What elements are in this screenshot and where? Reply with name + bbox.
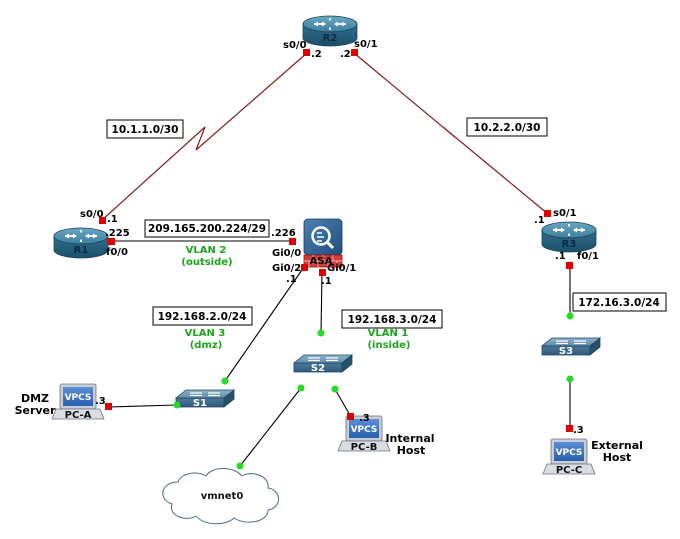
network-label-r2-r3: 10.2.2.0/30 [466, 117, 548, 137]
dmz-server-label-line2: Server [15, 404, 56, 417]
router-r3[interactable]: R3 [541, 221, 597, 253]
svg-text:s0/0: s0/0 [80, 209, 104, 220]
vpcs-monitor-icon: VPCS [337, 415, 391, 452]
svg-text:192.168.3.0/24: 192.168.3.0/24 [348, 314, 437, 326]
ethernet-link-s2-pcb[interactable] [334, 388, 352, 418]
svg-text:VPCS: VPCS [351, 425, 378, 435]
svg-text:.226: .226 [271, 228, 296, 239]
serial-link-r1-r2[interactable] [101, 52, 308, 221]
asa-label: ASA [310, 256, 333, 267]
router-r1-label: R1 [74, 245, 89, 256]
network-label-dmz: 192.168.2.0/24 [152, 306, 253, 326]
pc-a-label: PC-A [65, 410, 92, 421]
switch-s1-label: S1 [193, 398, 207, 409]
ethernet-link-pca-s1[interactable] [108, 404, 178, 408]
switch-s2[interactable]: S2 [293, 354, 353, 374]
internal-host-label-line2: Host [397, 444, 426, 457]
svg-text:209.165.200.224/29: 209.165.200.224/29 [148, 223, 266, 235]
vlan3-desc: (dmz) [190, 340, 223, 351]
cloud-icon [162, 468, 279, 525]
serial-link-r2-r3[interactable] [353, 52, 549, 215]
pc-b[interactable]: VPCS PC-B [337, 415, 391, 453]
magnifier-icon [311, 226, 331, 246]
switch-s1[interactable]: S1 [175, 389, 235, 409]
svg-text:.1: .1 [534, 215, 545, 226]
dmz-server-label-line1: DMZ [21, 392, 49, 405]
router-r2-label: R2 [323, 33, 338, 44]
port-indicators [99, 49, 574, 470]
vlan2-desc: (outside) [181, 257, 232, 268]
svg-text:.1: .1 [321, 276, 332, 287]
svg-text:f0/0: f0/0 [106, 247, 128, 258]
router-r2[interactable]: R2 [302, 15, 358, 47]
interface-labels: s0/0 .2 s0/1 .2 s0/0 .1 .225 f0/0 .226 G… [80, 39, 599, 436]
svg-text:.225: .225 [105, 228, 130, 239]
pc-a[interactable]: VPCS PC-A [51, 383, 105, 421]
svg-text:.1: .1 [107, 214, 118, 225]
svg-text:172.16.3.0/24: 172.16.3.0/24 [578, 297, 660, 309]
svg-text:s0/1: s0/1 [553, 208, 577, 219]
router-r1[interactable]: R1 [53, 227, 109, 259]
ethernet-link-asa-s2[interactable] [320, 271, 323, 334]
svg-text:f0/1: f0/1 [577, 251, 599, 262]
svg-text:s0/1: s0/1 [354, 39, 378, 50]
vlan1-desc: (inside) [367, 340, 410, 351]
links [101, 52, 571, 467]
svg-text:10.1.1.0/30: 10.1.1.0/30 [112, 124, 179, 136]
svg-text:Gi0/1: Gi0/1 [327, 263, 356, 274]
cloud-label: vmnet0 [201, 491, 244, 502]
ethernet-link-s2-cloud[interactable] [239, 387, 302, 467]
svg-text:.2: .2 [340, 49, 351, 60]
vpcs-monitor-icon: VPCS [542, 438, 596, 475]
switch-s3[interactable]: S3 [541, 337, 601, 357]
svg-text:VPCS: VPCS [65, 393, 92, 403]
firewall-asa[interactable]: ASA [303, 218, 343, 268]
svg-text:.1: .1 [555, 251, 566, 262]
svg-text:s0/0: s0/0 [283, 40, 307, 51]
svg-text:VPCS: VPCS [556, 448, 583, 458]
switch-s2-label: S2 [311, 363, 325, 374]
network-label-r3-lan: 172.16.3.0/24 [572, 292, 667, 312]
external-host-label-line1: External [591, 439, 643, 452]
vlan2-name: VLAN 2 [186, 245, 227, 256]
cloud-vmnet0[interactable]: vmnet0 [162, 468, 279, 525]
pc-c[interactable]: VPCS PC-C [542, 438, 596, 476]
svg-text:192.168.2.0/24: 192.168.2.0/24 [158, 311, 247, 323]
router-r3-label: R3 [562, 239, 577, 250]
ethernet-link-asa-s1[interactable] [224, 266, 305, 382]
internal-host-label-line1: Internal [385, 432, 434, 445]
vlan1-name: VLAN 1 [368, 328, 409, 339]
vlan3-name: VLAN 3 [185, 328, 226, 339]
svg-text:.3: .3 [573, 425, 584, 436]
svg-text:.2: .2 [311, 49, 322, 60]
network-label-r1-r2: 10.1.1.0/30 [106, 119, 184, 139]
svg-text:Gi0/0: Gi0/0 [272, 248, 301, 259]
network-label-outside: 209.165.200.224/29 [144, 219, 270, 238]
svg-text:.1: .1 [286, 274, 297, 285]
pc-c-label: PC-C [556, 465, 582, 476]
network-label-inside: 192.168.3.0/24 [341, 309, 443, 329]
svg-text:.3: .3 [359, 413, 370, 424]
pc-b-label: PC-B [351, 442, 378, 453]
svg-text:10.2.2.0/30: 10.2.2.0/30 [474, 122, 541, 134]
vpcs-monitor-icon: VPCS [51, 383, 105, 420]
external-host-label-line2: Host [603, 451, 632, 464]
switch-s3-label: S3 [559, 346, 573, 357]
svg-text:.3: .3 [95, 396, 106, 407]
svg-text:Gi0/2: Gi0/2 [272, 263, 301, 274]
